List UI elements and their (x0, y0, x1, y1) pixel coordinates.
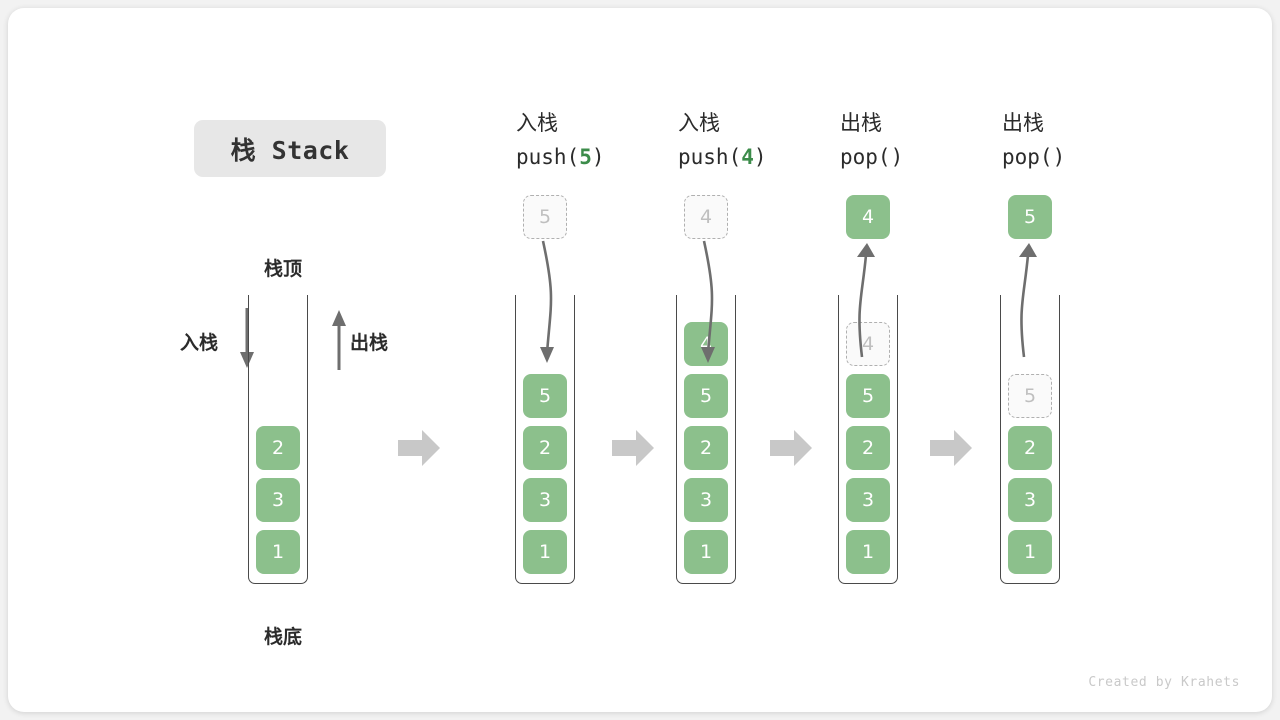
step-arrow-icon (398, 430, 440, 466)
stack-container-push-5 (515, 295, 575, 584)
stack-bottom-label: 栈底 (264, 626, 303, 648)
stack-cell: 3 (256, 478, 300, 522)
pending-push-element: 4 (684, 195, 728, 239)
stack-cell: 3 (1008, 478, 1052, 522)
stage-op-title: 入栈 (516, 111, 558, 135)
footer-credit: Created by Krahets (1088, 675, 1240, 690)
stack-container-pop-2 (1000, 295, 1060, 584)
popped-element: 5 (1008, 195, 1052, 239)
pop-flow-arrow-icon (1019, 243, 1037, 358)
stack-cell: 4 (846, 322, 890, 366)
stack-cell: 5 (846, 374, 890, 418)
stack-cell: 5 (1008, 374, 1052, 418)
stack-cell: 3 (523, 478, 567, 522)
stage-caption-pop-1: 出栈 pop() (840, 106, 903, 174)
pop-flow-arrow-icon (857, 243, 875, 358)
stage-op-argument: 5 (579, 145, 592, 169)
step-arrow-icon (770, 430, 812, 466)
stack-cell: 2 (256, 426, 300, 470)
pending-push-element: 5 (523, 195, 567, 239)
stack-cell: 3 (684, 478, 728, 522)
stack-cell: 2 (523, 426, 567, 470)
stage-caption-push-5: 入栈 push(5) (516, 106, 605, 174)
stack-container-initial (248, 295, 308, 584)
stage-op-code: pop() (840, 145, 904, 169)
diagram-title: 栈 Stack (194, 120, 386, 177)
stack-cell: 1 (684, 530, 728, 574)
stage-op-title: 出栈 (1002, 111, 1044, 135)
stage-caption-pop-2: 出栈 pop() (1002, 106, 1065, 174)
push-direction-label: 入栈 (180, 332, 219, 354)
stack-container-pop-1 (838, 295, 898, 584)
stage-op-code: push(5) (516, 145, 605, 169)
stack-cell: 1 (846, 530, 890, 574)
stack-cell: 1 (523, 530, 567, 574)
push-down-arrow-icon (240, 308, 254, 368)
push-flow-arrow-icon (701, 240, 715, 363)
stage-op-argument: 4 (741, 145, 754, 169)
stage-op-title: 出栈 (840, 111, 882, 135)
popped-element: 4 (846, 195, 890, 239)
stack-cell: 2 (684, 426, 728, 470)
stage-op-title: 入栈 (678, 111, 720, 135)
stage-caption-push-4: 入栈 push(4) (678, 106, 767, 174)
step-arrow-icon (930, 430, 972, 466)
stack-cell: 4 (684, 322, 728, 366)
stage-op-code: pop() (1002, 145, 1066, 169)
stack-cell: 2 (846, 426, 890, 470)
stack-container-push-4 (676, 295, 736, 584)
stack-cell: 1 (1008, 530, 1052, 574)
stack-top-label: 栈顶 (264, 258, 303, 280)
stack-cell: 2 (1008, 426, 1052, 470)
step-arrow-icon (612, 430, 654, 466)
push-flow-arrow-icon (540, 240, 554, 363)
stack-cell: 1 (256, 530, 300, 574)
pop-up-arrow-icon (332, 310, 346, 370)
pop-direction-label: 出栈 (350, 332, 389, 354)
stack-cell: 5 (523, 374, 567, 418)
stage-op-code: push(4) (678, 145, 767, 169)
stack-cell: 3 (846, 478, 890, 522)
stack-cell: 5 (684, 374, 728, 418)
